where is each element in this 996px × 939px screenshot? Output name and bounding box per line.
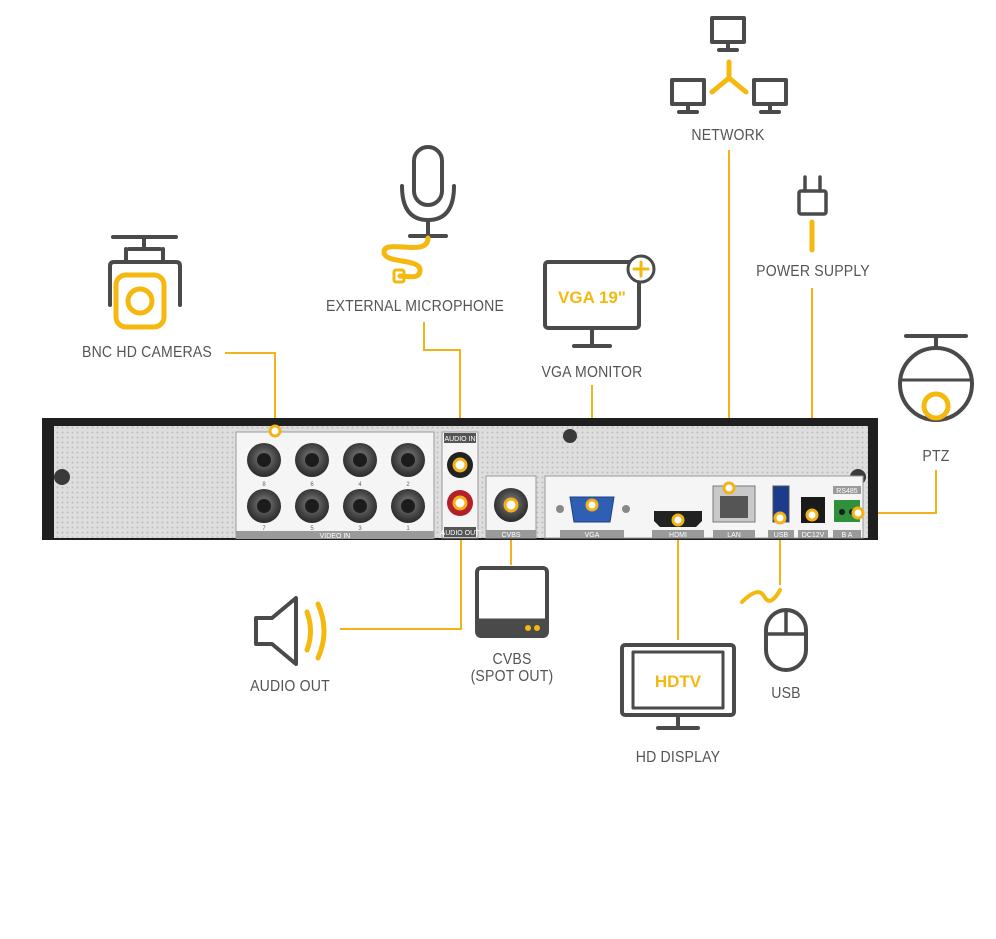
- cvbs-monitor-icon: [475, 566, 549, 638]
- rs485-pins-label: B A: [842, 532, 853, 539]
- speaker-icon: [254, 596, 327, 666]
- screw-icon: [563, 429, 577, 443]
- ptz-label: PTZ: [922, 448, 950, 465]
- cvbs-port-label: CVBS: [501, 532, 520, 539]
- video-in-number: 7: [262, 526, 266, 532]
- connector-lines: [225, 150, 937, 640]
- video-in-number: 8: [262, 482, 266, 488]
- video-in-label: VIDEO IN: [320, 533, 351, 540]
- cvbs-label-line1: CVBS: [492, 651, 532, 668]
- power-supply-label: POWER SUPPLY: [756, 263, 870, 280]
- screw-icon: [54, 469, 70, 485]
- network-icon: [670, 16, 788, 114]
- vga-port-label: VGA: [585, 532, 600, 539]
- audio-in-port-label: AUDIO IN: [444, 436, 475, 443]
- usb-label: USB: [771, 685, 801, 702]
- external-microphone-label: EXTERNAL MICROPHONE: [325, 298, 505, 315]
- dc12v-port-label: DC12V: [802, 532, 825, 539]
- usb-port-label: USB: [774, 532, 789, 539]
- ptz-camera-icon: [898, 334, 974, 422]
- vga-monitor-label: VGA MONITOR: [541, 364, 643, 381]
- vga-monitor-icon: [543, 254, 656, 348]
- microphone-icon: [381, 145, 456, 284]
- video-in-number: 3: [358, 526, 362, 532]
- mouse-icon: [740, 588, 808, 672]
- dvr-recorder: 8 6 4 2 7 5 3 1 VIDEO IN AUDIO IN AUDIO …: [42, 418, 878, 540]
- video-in-number: 6: [310, 482, 314, 488]
- rs485-label: RS485: [836, 488, 858, 495]
- video-in-number: 5: [310, 526, 314, 532]
- audio-plate: [441, 431, 479, 539]
- bnc-cameras-label: BNC HD CAMERAS: [82, 344, 212, 361]
- cvbs-label-line2: (SPOT OUT): [470, 668, 554, 685]
- video-in-number: 4: [358, 482, 362, 488]
- video-in-number: 2: [406, 482, 410, 488]
- audio-out-line: [340, 505, 462, 630]
- hdmi-port-label: HDMI: [669, 532, 687, 539]
- network-label: NETWORK: [691, 127, 765, 144]
- bnc-camera-icon: [108, 235, 182, 330]
- hdtv-screen-text: HDTV: [655, 672, 702, 691]
- hdtv-icon: [620, 643, 736, 730]
- cameras-line: [225, 352, 276, 430]
- power-plug-icon: [797, 175, 828, 253]
- bnc-connectors: [247, 424, 425, 523]
- ptz-line: [858, 470, 937, 514]
- bnc-link-dot: [268, 424, 282, 438]
- lan-port-label: LAN: [727, 532, 741, 539]
- audio-out-label: AUDIO OUT: [250, 678, 330, 695]
- audio-out-port-label: AUDIO OUT: [441, 530, 481, 537]
- hd-display-label: HD DISPLAY: [635, 749, 721, 766]
- microphone-line: [423, 322, 461, 465]
- vga-screen-text: VGA 19": [558, 288, 626, 307]
- video-in-number: 1: [406, 526, 410, 532]
